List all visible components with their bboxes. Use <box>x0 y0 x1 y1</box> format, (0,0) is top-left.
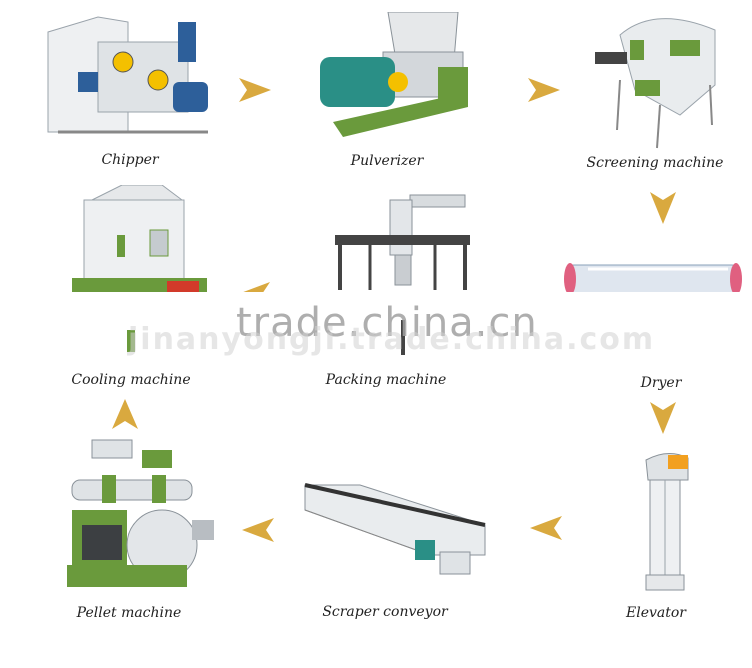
arrow-down-icon <box>650 192 676 224</box>
watermark-text: trade.china.cn <box>236 300 538 346</box>
arrow-down-icon <box>650 402 676 434</box>
arrow-left-icon <box>530 516 562 540</box>
scraper-conveyor-machine <box>304 483 486 575</box>
packing-machine <box>335 194 470 355</box>
watermark-subtext: jinanyongji.trade.china.com <box>128 322 656 357</box>
chipper-machine <box>47 16 208 134</box>
arrow-right-icon <box>528 78 560 102</box>
label-packing-machine: Packing machine <box>325 372 447 388</box>
pellet-machine <box>67 439 214 587</box>
watermark-band <box>68 292 752 320</box>
label-cooling-machine: Cooling machine <box>71 372 191 388</box>
label-pulverizer: Pulverizer <box>350 153 424 169</box>
elevator-machine <box>645 453 689 591</box>
pulverizer-machine <box>320 12 468 137</box>
arrow-up-icon <box>112 399 138 429</box>
label-chipper: Chipper <box>101 152 159 168</box>
cooling-machine <box>72 185 207 352</box>
label-pellet-machine: Pellet machine <box>76 605 182 621</box>
label-dryer: Dryer <box>640 375 682 391</box>
arrow-right-icon <box>239 78 271 102</box>
dryer-machine <box>564 263 742 295</box>
arrow-left-icon <box>242 518 274 542</box>
screening-machine <box>595 18 716 149</box>
label-elevator: Elevator <box>626 605 686 621</box>
label-scraper-conveyor: Scraper conveyor <box>322 604 448 620</box>
label-screening-machine: Screening machine <box>586 155 724 171</box>
